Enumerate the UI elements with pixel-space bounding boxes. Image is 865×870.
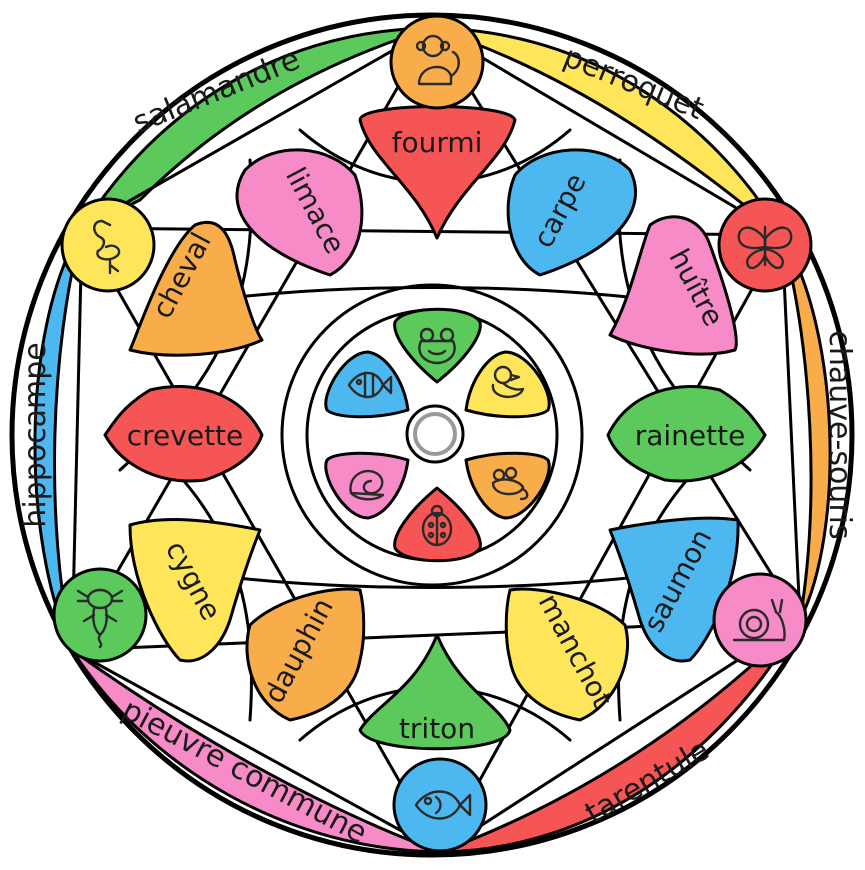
badge-axolotl	[54, 569, 146, 661]
petal-tropical-fish	[326, 352, 408, 417]
petal-duckling	[466, 352, 549, 417]
label-rainette: rainette	[635, 419, 746, 452]
petal-mouse	[466, 453, 549, 518]
center-hub-inner	[415, 414, 455, 454]
badge-monkey	[391, 16, 483, 108]
ring-label-chauve-souris: chauve-souris	[822, 330, 857, 539]
badge-snail	[714, 574, 806, 666]
badge-butterfly	[719, 199, 811, 291]
label-triton: triton	[399, 712, 475, 745]
label-fourmi: fourmi	[392, 126, 483, 159]
badge-fish	[394, 759, 486, 851]
petal-frog	[395, 309, 481, 382]
ring-label-hippocampe: hippocampe	[18, 342, 53, 527]
label-crevette: crevette	[127, 419, 244, 452]
petal-nautilus	[326, 453, 408, 518]
badge-flamingo	[62, 199, 154, 291]
